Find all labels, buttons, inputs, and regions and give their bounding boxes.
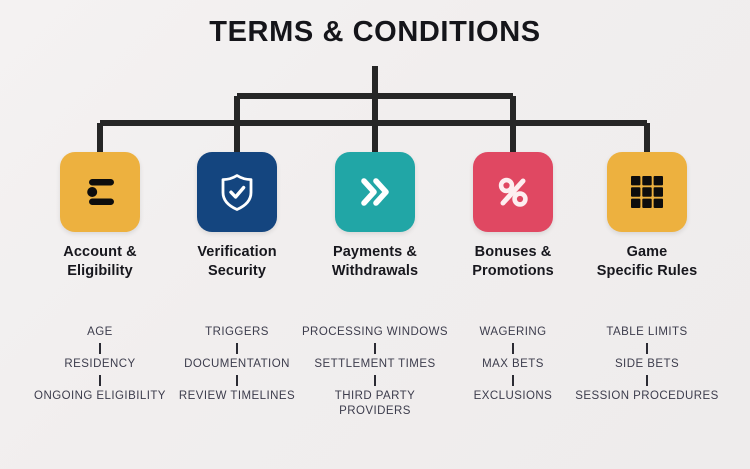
category-label-line1: Game (626, 244, 668, 260)
sub-connector-tick (236, 374, 238, 386)
category-label-line2: Promotions (472, 262, 554, 279)
list-item: SIDE BETS (614, 357, 680, 370)
sub-connector-tick (512, 374, 514, 386)
list-item: SETTLEMENT TIMES (314, 357, 436, 370)
list-item: ONGOING ELIGIBILITY (34, 389, 166, 402)
subitems-bonuses-promotions: WAGERING MAX BETS EXCLUSIONS (438, 325, 588, 404)
sub-connector-tick (236, 342, 238, 354)
category-label-verification-security: Verification Security (197, 243, 276, 280)
subitems-verification-security: TRIGGERS DOCUMENTATION REVIEW TIMELINES (162, 325, 312, 404)
category-label-line2: Eligibility (67, 262, 133, 279)
category-label-payments-withdrawals: Payments & Withdrawals (332, 243, 418, 280)
list-item: TRIGGERS (205, 326, 269, 338)
list-item: RESIDENCY (64, 357, 136, 370)
list-item: AGE (87, 326, 113, 338)
list-item: REVIEW TIMELINES (178, 389, 296, 402)
list-item: MAX BETS (482, 357, 544, 370)
icon-box-verification-security[interactable] (197, 152, 277, 232)
category-label-bonuses-promotions: Bonuses & Promotions (472, 243, 554, 280)
category-label-line2: Specific Rules (596, 262, 698, 279)
sub-connector-tick (512, 342, 514, 354)
percent-icon (498, 177, 528, 207)
column-game-specific-rules[interactable]: Game Specific Rules (580, 152, 714, 280)
list-item: EXCLUSIONS (473, 389, 553, 402)
sub-connector-tick (374, 342, 376, 354)
category-label-line1: Bonuses & (474, 244, 552, 260)
subitems-payments-withdrawals: PROCESSING WINDOWS SETTLEMENT TIMES THIR… (300, 325, 450, 419)
shield-check-icon (221, 174, 253, 211)
category-label-line1: Payments & (332, 244, 417, 260)
category-label-line2: Security (207, 262, 267, 279)
double-chevron-right-icon (361, 178, 389, 206)
category-label-line1: Account & (63, 244, 137, 260)
category-label-account-eligibility: Account & Eligibility (63, 243, 136, 280)
sub-connector-tick (99, 374, 101, 386)
icon-box-payments-withdrawals[interactable] (335, 152, 415, 232)
grid-3x3-icon (631, 176, 663, 208)
column-account-eligibility[interactable]: Account & Eligibility (33, 152, 167, 280)
list-item: THIRD PARTY PROVIDERS (334, 389, 416, 417)
column-bonuses-promotions[interactable]: Bonuses & Promotions (446, 152, 580, 280)
list-item: TABLE LIMITS (606, 326, 688, 338)
sub-connector-tick (374, 374, 376, 386)
icon-box-bonuses-promotions[interactable] (473, 152, 553, 232)
category-label-game-specific-rules: Game Specific Rules (597, 243, 698, 280)
list-item: DOCUMENTATION (184, 357, 290, 370)
list-item: PROCESSING WINDOWS (301, 326, 449, 338)
list-icon (87, 179, 114, 205)
sub-connector-tick (646, 342, 648, 354)
subitems-game-specific-rules: TABLE LIMITS SIDE BETS SESSION PROCEDURE… (572, 325, 722, 404)
page-title: TERMS & CONDITIONS (209, 16, 541, 48)
list-item: WAGERING (479, 326, 547, 338)
subitems-account-eligibility: AGE RESIDENCY ONGOING ELIGIBILITY (25, 325, 175, 404)
column-verification-security[interactable]: Verification Security (170, 152, 304, 280)
category-label-line2: Withdrawals (331, 262, 419, 279)
sub-connector-tick (646, 374, 648, 386)
list-item: SESSION PROCEDURES (575, 389, 719, 402)
icon-box-game-specific-rules[interactable] (607, 152, 687, 232)
category-label-line1: Verification (197, 244, 277, 260)
sub-connector-tick (99, 342, 101, 354)
column-payments-withdrawals[interactable]: Payments & Withdrawals (308, 152, 442, 280)
icon-box-account-eligibility[interactable] (60, 152, 140, 232)
